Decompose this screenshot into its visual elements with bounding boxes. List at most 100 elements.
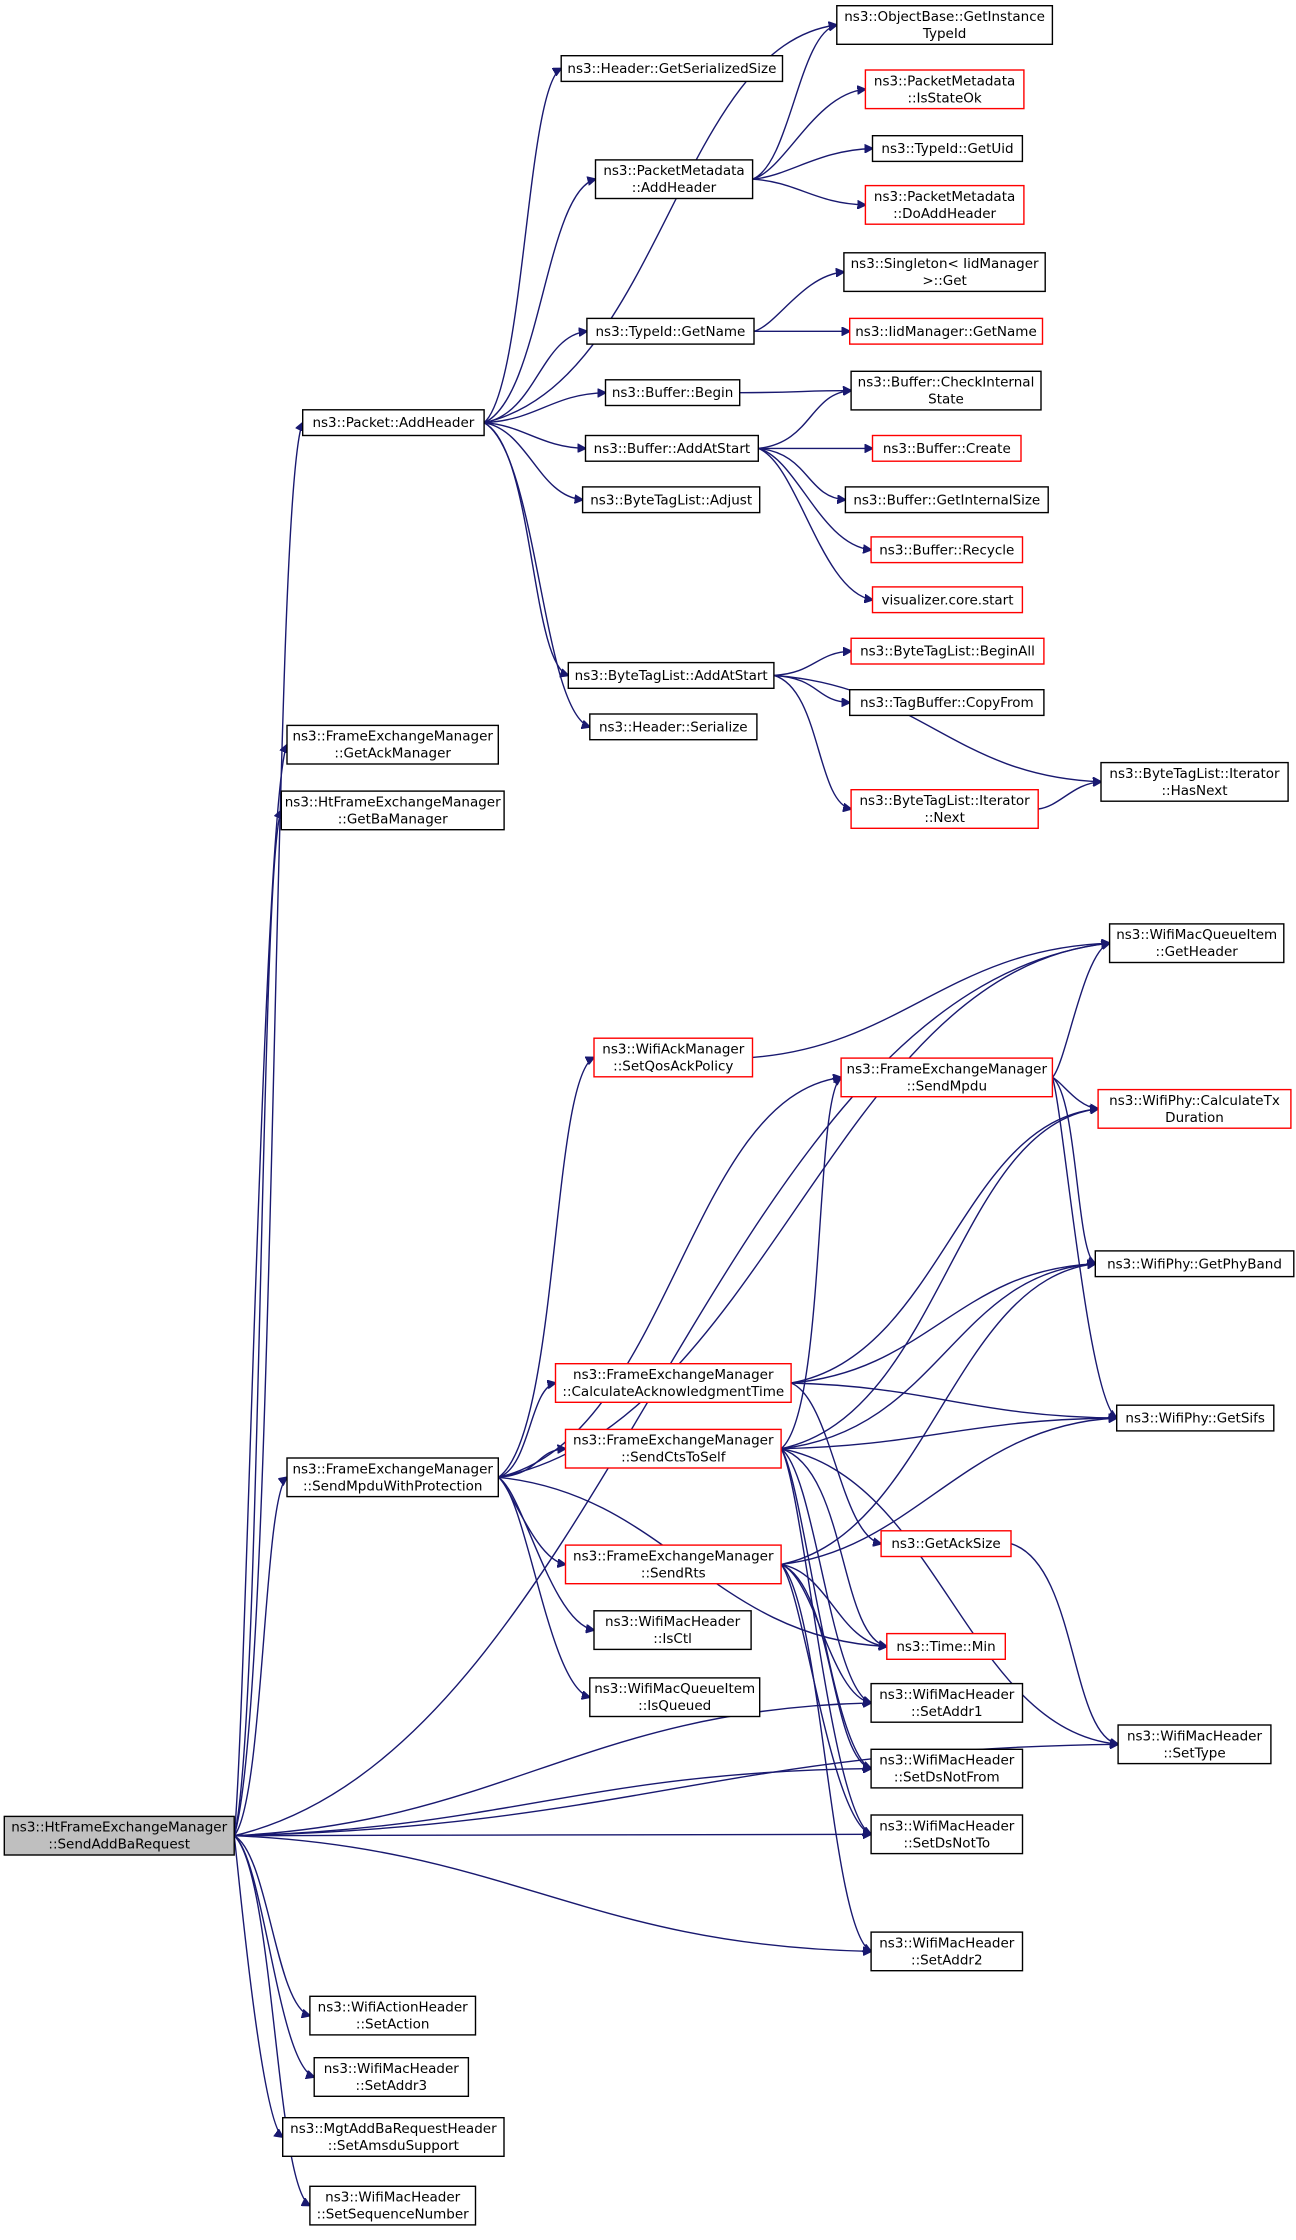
node-phy_getband[interactable]: ns3::WifiPhy::GetPhyBand bbox=[1094, 1250, 1295, 1278]
node-buf_addatstart[interactable]: ns3::Buffer::AddAtStart bbox=[584, 434, 760, 462]
edge-root-to-wmh_setaddr2 bbox=[234, 1835, 871, 1952]
node-label: ns3::WifiMacHeader bbox=[879, 1687, 1015, 1703]
node-getacksize[interactable]: ns3::GetAckSize bbox=[880, 1530, 1012, 1558]
node-label: >::Get bbox=[922, 273, 966, 289]
node-box bbox=[313, 2056, 470, 2097]
node-label: ns3::TypeId::GetName bbox=[595, 324, 745, 340]
node-wam_setqos[interactable]: ns3::WifiAckManager::SetQosAckPolicy bbox=[593, 1037, 754, 1078]
node-box bbox=[870, 1682, 1024, 1723]
node-wmh_settype[interactable]: ns3::WifiMacHeader::SetType bbox=[1117, 1724, 1272, 1765]
node-label: ::SetQosAckPolicy bbox=[613, 1058, 733, 1074]
node-label: ns3::ObjectBase::GetInstance bbox=[844, 9, 1045, 25]
node-btl_iter_hasnext[interactable]: ns3::ByteTagList::Iterator::HasNext bbox=[1100, 761, 1289, 802]
node-box bbox=[282, 2116, 505, 2157]
edge-root-to-wmh_setseq bbox=[233, 1835, 310, 2206]
edge-fem_calcack-to-getacksize bbox=[790, 1382, 881, 1544]
node-viz_start[interactable]: visualizer.core.start bbox=[871, 586, 1024, 614]
node-box bbox=[849, 689, 1045, 717]
node-label: ns3::WifiActionHeader bbox=[318, 2000, 468, 2016]
node-buf_getinternal[interactable]: ns3::Buffer::GetInternalSize bbox=[844, 486, 1049, 514]
node-label: ns3::Header::GetSerializedSize bbox=[567, 61, 776, 77]
node-label: ns3::Header::Serialize bbox=[599, 719, 748, 735]
node-btl_adjust[interactable]: ns3::ByteTagList::Adjust bbox=[581, 486, 761, 514]
edge-fem_sendcts-to-wmh_setdsnotto bbox=[780, 1448, 871, 1835]
edge-buf_addatstart-to-buf_recycle bbox=[758, 447, 871, 549]
node-fem_sendrts[interactable]: ns3::FrameExchangeManager::SendRts bbox=[564, 1544, 782, 1585]
edge-fem_sendcts-to-phy_getband bbox=[781, 1264, 1095, 1450]
node-label: ::SetAction bbox=[356, 2017, 430, 2033]
node-label: ns3::WifiPhy::GetSifs bbox=[1125, 1411, 1265, 1427]
node-time_min[interactable]: ns3::Time::Min bbox=[886, 1632, 1006, 1660]
node-box bbox=[844, 486, 1049, 514]
node-wmh_isctl[interactable]: ns3::WifiMacHeader::IsCtl bbox=[593, 1610, 752, 1651]
edge-buf_addatstart-to-buf_getinternal bbox=[758, 447, 845, 499]
node-addheader[interactable]: ns3::Packet::AddHeader bbox=[302, 409, 485, 437]
node-tagbuf_copyfrom[interactable]: ns3::TagBuffer::CopyFrom bbox=[849, 689, 1045, 717]
node-label: ns3::FrameExchangeManager bbox=[573, 1548, 774, 1564]
node-wmh_setseq[interactable]: ns3::WifiMacHeader::SetSequenceNumber bbox=[309, 2185, 477, 2226]
node-fem_getack[interactable]: ns3::FrameExchangeManager::GetAckManager bbox=[286, 724, 500, 765]
node-label: ns3::WifiMacHeader bbox=[325, 2190, 461, 2206]
node-box bbox=[1100, 761, 1289, 802]
node-fem_sendmpdu_prot[interactable]: ns3::FrameExchangeManager::SendMpduWithP… bbox=[286, 1457, 500, 1498]
node-box bbox=[864, 184, 1025, 225]
node-wmh_setaddr2[interactable]: ns3::WifiMacHeader::SetAddr2 bbox=[870, 1931, 1024, 1972]
node-buf_begin[interactable]: ns3::Buffer::Begin bbox=[604, 379, 741, 407]
node-pm_addheader[interactable]: ns3::PacketMetadata::AddHeader bbox=[594, 159, 754, 200]
node-label: ::AddHeader bbox=[632, 180, 717, 196]
node-box bbox=[850, 370, 1042, 411]
node-wah_setaction[interactable]: ns3::WifiActionHeader::SetAction bbox=[309, 1995, 477, 2036]
node-box bbox=[594, 159, 754, 200]
node-box bbox=[886, 1632, 1006, 1660]
edge-pm_addheader-to-getuid bbox=[752, 149, 873, 180]
node-hdr_serialize[interactable]: ns3::Header::Serialize bbox=[589, 713, 758, 741]
edge-fem_sendmpdu-to-phy_calctx bbox=[1052, 1076, 1098, 1108]
node-singleton[interactable]: ns3::Singleton< IidManager>::Get bbox=[843, 252, 1046, 293]
node-root[interactable]: ns3::HtFrameExchangeManager::SendAddBaRe… bbox=[3, 1815, 235, 1856]
edge-addheader-to-hdr_serialize bbox=[483, 422, 590, 727]
node-label: ns3::MgtAddBaRequestHeader bbox=[290, 2121, 497, 2137]
node-getserialized[interactable]: ns3::Header::GetSerializedSize bbox=[560, 55, 784, 83]
node-fem_calcack[interactable]: ns3::FrameExchangeManager::CalculateAckn… bbox=[554, 1362, 792, 1403]
node-label: ns3::ByteTagList::BeginAll bbox=[860, 644, 1035, 660]
node-box bbox=[849, 317, 1044, 345]
node-htfem_getba[interactable]: ns3::HtFrameExchangeManager::GetBaManage… bbox=[280, 790, 505, 831]
node-box bbox=[880, 1530, 1012, 1558]
node-btl_addatstart[interactable]: ns3::ByteTagList::AddAtStart bbox=[567, 661, 775, 689]
node-wmh_setaddr3[interactable]: ns3::WifiMacHeader::SetAddr3 bbox=[313, 2056, 470, 2097]
edge-fem_sendmpdu-to-phy_getsifs bbox=[1051, 1077, 1116, 1418]
node-wmh_setdsnotfrom[interactable]: ns3::WifiMacHeader::SetDsNotFrom bbox=[870, 1748, 1024, 1789]
node-box bbox=[864, 69, 1025, 110]
node-btl_iter_next[interactable]: ns3::ByteTagList::Iterator::Next bbox=[850, 789, 1039, 830]
node-fem_sendmpdu[interactable]: ns3::FrameExchangeManager::SendMpdu bbox=[840, 1057, 1054, 1098]
node-pm_doadd[interactable]: ns3::PacketMetadata::DoAddHeader bbox=[864, 184, 1025, 225]
edge-fem_sendmpdu_prot-to-wam_setqos bbox=[498, 1057, 594, 1478]
edge-fem_sendmpdu_prot-to-fem_sendmpdu bbox=[498, 1077, 841, 1478]
node-iid_getname[interactable]: ns3::IidManager::GetName bbox=[849, 317, 1044, 345]
node-label: ::SetDsNotTo bbox=[904, 1835, 991, 1851]
node-box bbox=[586, 317, 755, 345]
node-label: ns3::FrameExchangeManager bbox=[292, 1461, 493, 1477]
node-label: ::SendMpduWithProtection bbox=[303, 1478, 482, 1494]
node-label: ns3::GetAckSize bbox=[891, 1536, 1000, 1552]
node-btl_beginall[interactable]: ns3::ByteTagList::BeginAll bbox=[850, 637, 1045, 665]
node-phy_getsifs[interactable]: ns3::WifiPhy::GetSifs bbox=[1115, 1404, 1275, 1432]
node-pm_isstate[interactable]: ns3::PacketMetadata::IsStateOk bbox=[864, 69, 1025, 110]
edge-addheader-to-typeid_getname bbox=[483, 331, 587, 424]
node-wmqi_getheader[interactable]: ns3::WifiMacQueueItem::GetHeader bbox=[1108, 923, 1285, 964]
node-mgt_setamsdu[interactable]: ns3::MgtAddBaRequestHeader::SetAmsduSupp… bbox=[282, 2116, 505, 2157]
node-label: ns3::Buffer::Begin bbox=[612, 385, 734, 401]
edge-btl_iter_next-to-btl_iter_hasnext bbox=[1038, 782, 1101, 810]
node-buf_recycle[interactable]: ns3::Buffer::Recycle bbox=[870, 536, 1024, 564]
node-wmh_setdsnotto[interactable]: ns3::WifiMacHeader::SetDsNotTo bbox=[870, 1814, 1024, 1855]
node-buf_create[interactable]: ns3::Buffer::Create bbox=[871, 434, 1022, 462]
node-getuid[interactable]: ns3::TypeId::GetUid bbox=[871, 134, 1024, 163]
node-wmqi_isqueued[interactable]: ns3::WifiMacQueueItem::IsQueued bbox=[589, 1677, 761, 1718]
node-typeid_getname[interactable]: ns3::TypeId::GetName bbox=[586, 317, 755, 345]
node-fem_sendcts[interactable]: ns3::FrameExchangeManager::SendCtsToSelf bbox=[564, 1428, 782, 1469]
node-wmh_setaddr1[interactable]: ns3::WifiMacHeader::SetAddr1 bbox=[870, 1682, 1024, 1723]
node-box bbox=[584, 434, 760, 462]
